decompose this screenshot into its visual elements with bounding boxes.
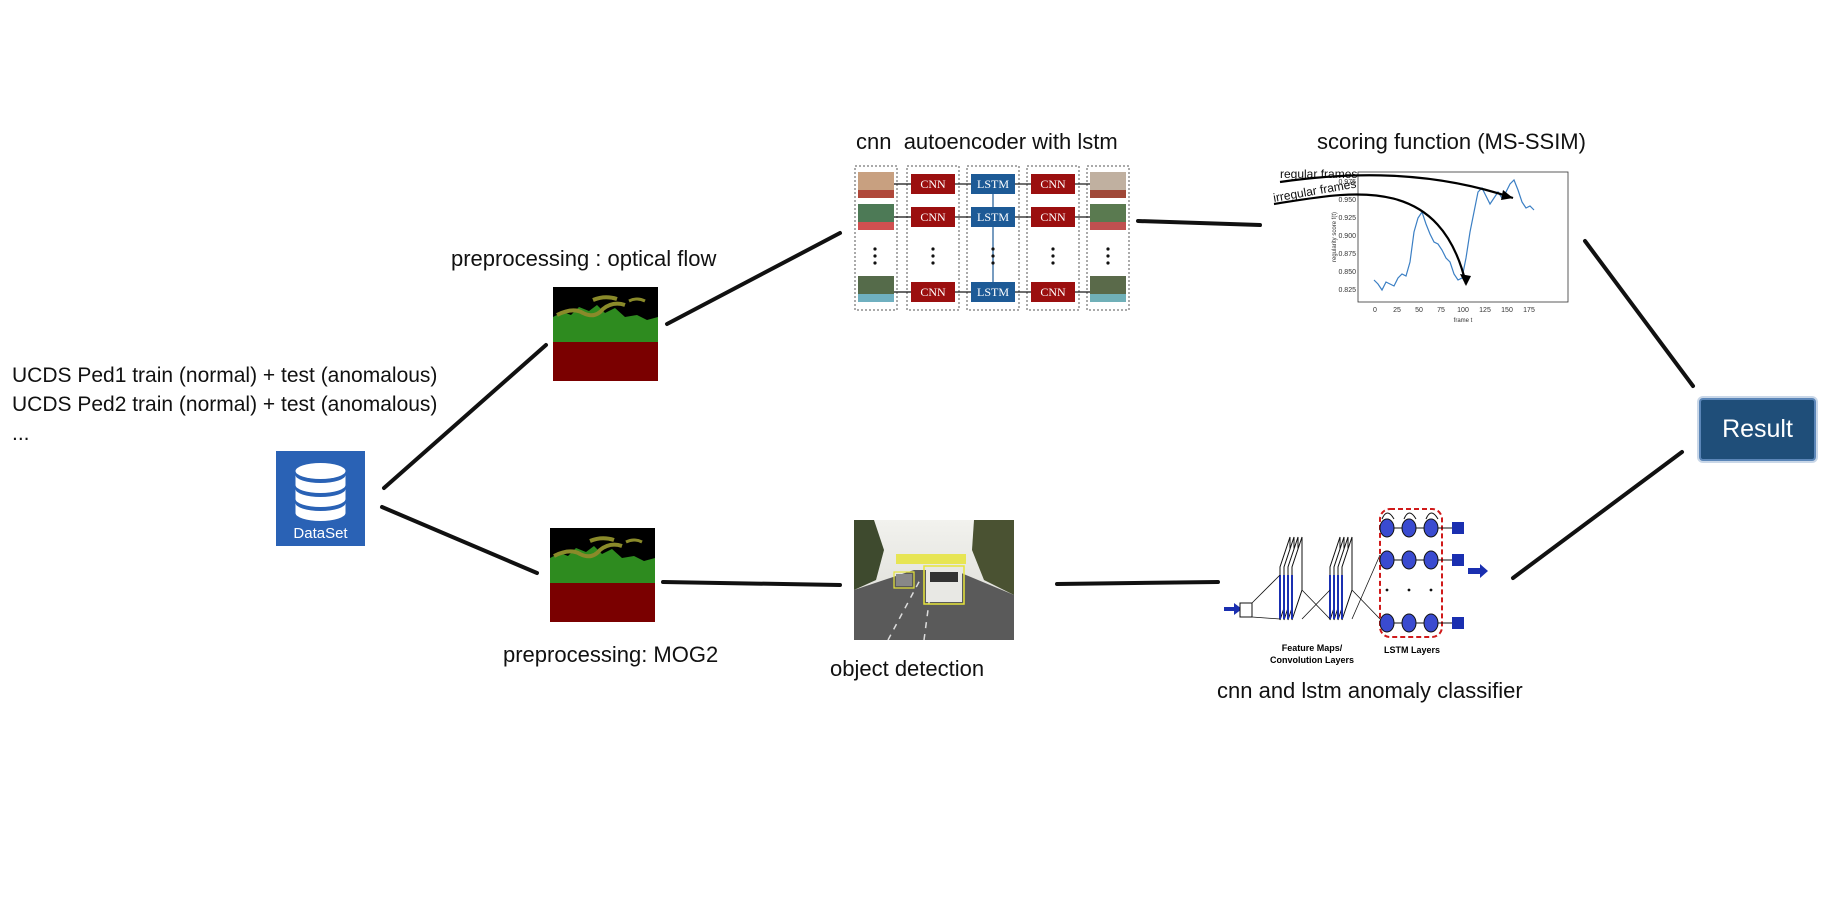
connector-mog2-to-detection (661, 580, 842, 587)
y-tick: 0.850 (1338, 269, 1356, 276)
x-tick: 100 (1457, 307, 1469, 314)
dataset-description: UCDS Ped1 train (normal) + test (anomalo… (12, 361, 437, 448)
cnn-block-label: CNN (920, 177, 946, 191)
y-tick: 0.825 (1338, 287, 1356, 294)
connector-dataset-to-mog2 (380, 505, 539, 575)
dataset-line-more: ... (12, 422, 30, 445)
cnn-block-label: CNN (920, 285, 946, 299)
connector-classifier-to-result (1511, 450, 1684, 580)
y-tick: 0.975 (1338, 179, 1356, 186)
y-tick: 0.925 (1338, 215, 1356, 222)
connector-scoring-to-result (1583, 239, 1695, 388)
classifier-label: cnn and lstm anomaly classifier (1217, 678, 1523, 703)
scoring-label: scoring function (MS-SSIM) (1317, 129, 1586, 154)
lstm-layers-label: LSTM Layers (1384, 645, 1440, 655)
mog2-image (550, 528, 655, 622)
connector-autoencoder-to-scoring (1136, 219, 1262, 227)
scoring-plot: 0.975 0.950 0.925 0.900 0.875 0.850 0.82… (1270, 162, 1582, 330)
connector-detection-to-classifier (1055, 580, 1220, 586)
lstm-block-label: LSTM (977, 210, 1009, 224)
classifier-figure: Feature Maps/Convolution Layers LSTM Lay… (1222, 495, 1490, 667)
x-tick: 0 (1373, 307, 1377, 314)
lstm-block-label: LSTM (977, 177, 1009, 191)
feature-maps-label: Feature Maps/Convolution Layers (1270, 643, 1354, 665)
lstm-block-label: LSTM (977, 285, 1009, 299)
dataset-icon: DataSet (276, 451, 365, 546)
object-detection-label: object detection (830, 656, 985, 681)
x-axis-label: frame t (1454, 318, 1473, 324)
result-label: Result (1722, 415, 1793, 443)
y-tick: 0.950 (1338, 197, 1356, 204)
dataset-icon-label: DataSet (293, 525, 348, 542)
x-tick: 175 (1523, 307, 1535, 314)
connector-dataset-to-optical-flow (382, 343, 548, 490)
mog2-label: preprocessing: MOG2 (503, 642, 719, 667)
y-tick: 0.875 (1338, 251, 1356, 258)
connector-optical-flow-to-autoencoder (665, 231, 842, 326)
y-tick: 0.900 (1338, 233, 1356, 240)
cnn-block-label: CNN (1040, 210, 1066, 224)
x-tick: 75 (1437, 307, 1445, 314)
dataset-line-ped2: UCDS Ped2 train (normal) + test (anomalo… (12, 393, 438, 416)
x-tick: 150 (1501, 307, 1513, 314)
autoencoder-label: cnn autoencoder with lstm (856, 129, 1118, 154)
database-icon: DataSet (293, 463, 348, 542)
annotation-regular-frames: regular frames (1280, 167, 1357, 181)
result-box: Result (1699, 398, 1816, 461)
x-tick: 125 (1479, 307, 1491, 314)
object-detection-image (854, 520, 1014, 640)
dataset-line-ped1: UCDS Ped1 train (normal) + test (anomalo… (12, 364, 438, 387)
autoencoder-figure: CNN CNN CNN CNN CNN CNN LSTM LSTM LSTM (853, 164, 1132, 312)
cnn-block-label: CNN (1040, 285, 1066, 299)
regularity-curve (1373, 178, 1535, 292)
optical-flow-image (553, 287, 658, 381)
optical-flow-label: preprocessing : optical flow (451, 246, 717, 271)
y-axis-label: regularity score f(t) (1332, 212, 1338, 262)
x-tick: 25 (1393, 307, 1401, 314)
cnn-block-label: CNN (1040, 177, 1066, 191)
cnn-block-label: CNN (920, 210, 946, 224)
x-tick: 50 (1415, 307, 1423, 314)
